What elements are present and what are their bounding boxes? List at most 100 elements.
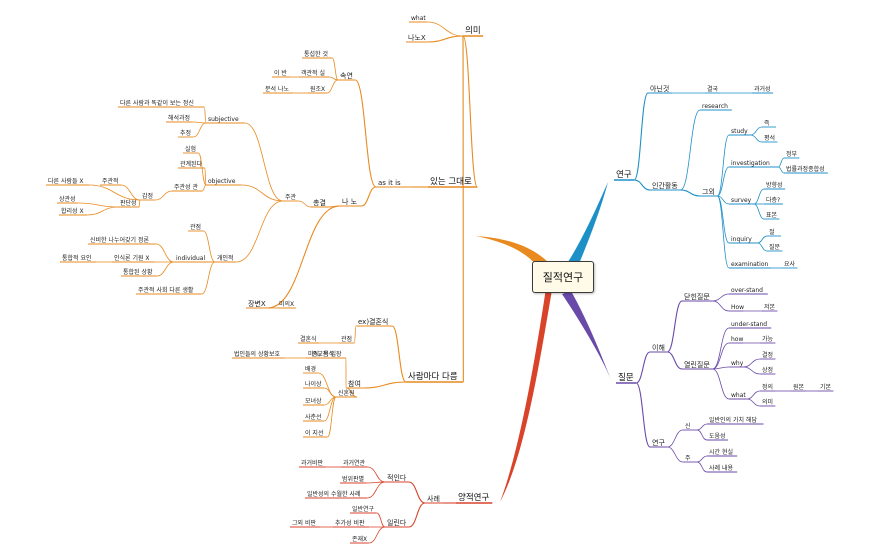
topic-orange-subjective[interactable]: subjective (208, 115, 239, 123)
topic-orange-sinbu-1[interactable]: 배경 (305, 365, 317, 373)
topic-red-ilyeo-b[interactable]: 추가성 비판 (335, 519, 365, 527)
topic-blue-anigo[interactable]: 아닌것 (650, 84, 670, 93)
topic-orange-sokyeon-a3a[interactable]: 분석 나노 (265, 85, 289, 93)
topic-red-jeok-c[interactable]: 일반성의 수월한 사례 (307, 490, 361, 498)
topic-purple-open-2a[interactable]: 가능 (762, 335, 774, 343)
topic-purple-open-4a1[interactable]: 원본 (793, 383, 805, 391)
topic-blue-survey-c[interactable]: 표본 (766, 211, 778, 219)
topic-orange-sokyeon-a2a[interactable]: 이 반 (274, 69, 287, 77)
topic-orange-sinbu-4[interactable]: 사춘선 (305, 413, 322, 421)
topic-orange-individual[interactable]: individual (176, 254, 206, 262)
topic-orange-itneun[interactable]: 있는 그대로 (430, 176, 472, 187)
topic-red-sarye[interactable]: 사례 (427, 494, 440, 503)
topic-orange-uimi-a[interactable]: what (411, 14, 426, 22)
topic-blue-inquiry[interactable]: inquiry (731, 235, 752, 243)
topic-blue-ingan[interactable]: 인간활동 (652, 181, 678, 190)
topic-purple-yeongu-a1[interactable]: 일반인의 가치 해답 (709, 416, 757, 424)
topic-red-ilyeo-b1[interactable]: 그외 비판 (292, 519, 316, 527)
topic-orange-subj-2[interactable]: 해석과정 (168, 114, 191, 122)
topic-blue-exam-a[interactable]: 요사 (784, 260, 796, 268)
central-topic[interactable]: 질적연구 (532, 261, 594, 293)
topic-red-jeok[interactable]: 적인다 (387, 473, 407, 482)
topic-blue-inquiry-b[interactable]: 질문 (769, 243, 781, 251)
topic-blue-research[interactable]: research (702, 102, 728, 110)
topic-orange-cham-a[interactable]: 종교적 입장 (312, 350, 342, 358)
topic-orange-naneun[interactable]: 나 노 (342, 197, 358, 206)
topic-blue-inv-b[interactable]: 법률과정종합성 (786, 165, 825, 173)
topic-purple-closed[interactable]: 닫힌질문 (684, 292, 710, 301)
topic-purple-closed-1[interactable]: over-stand (731, 286, 763, 294)
topic-blue-study[interactable]: study (731, 127, 748, 135)
topic-orange-ind-3[interactable]: 통합된 상황 (123, 268, 153, 276)
topic-orange-ind-2[interactable]: 인식론 기원 X (114, 254, 150, 262)
topic-purple-yeongu-b1[interactable]: 시간 현실 (709, 448, 733, 456)
topic-purple-open-4b[interactable]: 의미 (762, 398, 774, 406)
topic-orange-obj-1[interactable]: 실험 (185, 145, 197, 153)
topic-blue-investigation[interactable]: investigation (731, 159, 770, 167)
topic-red-ilyeo-a[interactable]: 일반연구 (352, 505, 375, 513)
topic-orange-sokyeon-a1[interactable]: 통섭한 것 (304, 50, 328, 58)
topic-orange-uimi-b[interactable]: 나노X (408, 33, 426, 42)
topic-purple-label[interactable]: 질문 (618, 372, 634, 383)
topic-orange-obj-3b[interactable]: 판단성 (120, 199, 137, 207)
topic-purple-open-3b[interactable]: 상정 (762, 366, 774, 374)
topic-orange-sinbu-5[interactable]: 이 지선 (305, 429, 324, 437)
topic-blue-examination[interactable]: examination (731, 260, 769, 268)
topic-orange-sinbu-2[interactable]: 나이상 (305, 380, 322, 388)
topic-orange-sokyeon-a2[interactable]: 객관적 실 (301, 69, 325, 77)
topic-orange-obj-3a1[interactable]: 다른 사람들 X (48, 177, 84, 185)
topic-purple-open-4a[interactable]: 정의 (762, 383, 774, 391)
topic-orange-jangbyeon[interactable]: 장변X (248, 299, 266, 308)
topic-purple-ihae[interactable]: 이해 (652, 343, 665, 352)
topic-purple-yeongu[interactable]: 연구 (652, 438, 665, 447)
topic-blue-anigo-1[interactable]: 결국 (707, 85, 719, 93)
topic-orange-gwanjeom-a[interactable]: 결혼식 (300, 335, 317, 343)
topic-orange-label[interactable]: 의미 (465, 25, 481, 36)
topic-purple-yeongu-b[interactable]: 주 (685, 454, 691, 462)
topic-orange-obj-3a[interactable]: 감정 (142, 192, 154, 200)
topic-blue-inquiry-a[interactable]: 절 (769, 228, 775, 236)
topic-blue-survey-a[interactable]: 방향성 (766, 181, 783, 189)
topic-orange-gaein-1[interactable]: 관점 (190, 223, 202, 231)
topic-purple-yeongu-a[interactable]: 신 (685, 422, 691, 430)
topic-orange-as-it-is[interactable]: as it is (378, 178, 401, 187)
topic-red-ilyeo-c[interactable]: 존재X (352, 535, 368, 543)
topic-orange-jongkyun[interactable]: 총결 (313, 198, 326, 207)
topic-blue-anigo-1a[interactable]: 과거성 (754, 85, 771, 93)
topic-purple-yeongu-b2[interactable]: 사례 내용 (709, 464, 733, 472)
topic-blue-study-a[interactable]: 즉 (764, 119, 770, 127)
topic-red-jeok-b[interactable]: 범위판별 (342, 475, 365, 483)
topic-red-jeok-a1[interactable]: 과거비판 (301, 459, 324, 467)
topic-orange-cham[interactable]: 참여 (348, 379, 361, 388)
topic-orange-ind-1[interactable]: 신비한 나누어갖기 정론 (90, 236, 150, 244)
topic-blue-study-b[interactable]: 평석 (764, 134, 776, 142)
topic-orange-objective[interactable]: objective (208, 177, 236, 185)
topic-orange-obj-3[interactable]: 주관성 관 (174, 183, 198, 191)
topic-orange-cham-a1[interactable]: 미식, 음식 (308, 350, 334, 358)
topic-orange-obj-2[interactable]: 관계된다 (180, 160, 203, 168)
topic-purple-open-3a[interactable]: 결정 (762, 351, 774, 359)
topic-purple-open-1[interactable]: under-stand (731, 320, 768, 328)
topic-purple-closed-2a[interactable]: 저본 (764, 303, 776, 311)
topic-orange-obj-3a1a[interactable]: 주관적 (102, 177, 119, 185)
topic-red-ilyeo[interactable]: 일린다 (387, 518, 407, 527)
topic-purple-open-4a2[interactable]: 기본 (820, 383, 832, 391)
topic-blue-label[interactable]: 연구 (616, 169, 632, 180)
topic-red-label[interactable]: 양적연구 (458, 492, 490, 503)
topic-orange-mieok[interactable]: 미의X (279, 300, 295, 308)
topic-orange-jongkyun-hub[interactable]: 주관 (285, 193, 297, 201)
topic-orange-sinbu[interactable]: 신혼원 (338, 389, 355, 397)
topic-orange-obj-3b1[interactable]: 상관성 (59, 195, 76, 203)
topic-purple-open-2[interactable]: how (731, 335, 744, 343)
topic-red-jeok-a[interactable]: 과거연관 (343, 459, 366, 467)
topic-orange-saram[interactable]: 사람마다 다름 (408, 371, 458, 382)
topic-orange-ind-2a[interactable]: 통합적 요인 (62, 254, 92, 262)
topic-purple-yeongu-a2[interactable]: 도움성 (709, 432, 726, 440)
topic-orange-ind-4[interactable]: 주관적 사회 다른 생활 (138, 286, 194, 294)
topic-purple-closed-2[interactable]: How (731, 303, 745, 311)
topic-purple-open[interactable]: 열린질문 (684, 360, 710, 369)
topic-blue-group[interactable]: 그외 (702, 187, 715, 196)
topic-blue-survey-b[interactable]: 다층? (766, 196, 781, 204)
topic-orange-subj-1[interactable]: 다른 사람과 똑같이 보는 정신 (120, 99, 194, 107)
topic-orange-sinbu-3[interactable]: 모녀상 (305, 397, 322, 405)
